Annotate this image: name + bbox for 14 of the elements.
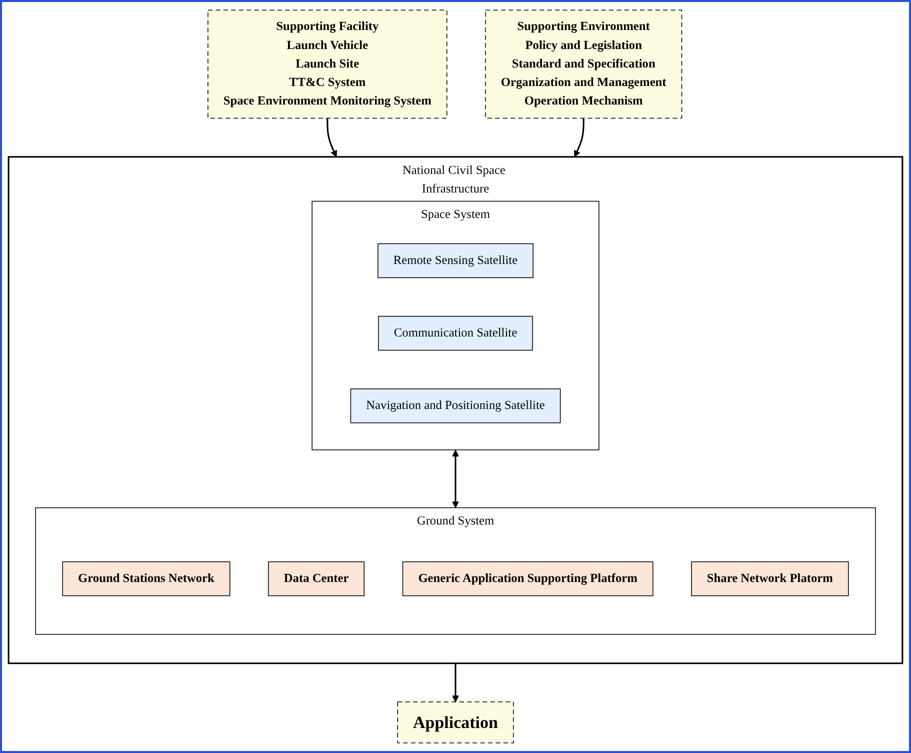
node-box: Supporting Facility Launch Vehicle Launch Site TT&C System Space Environment Monitoring System: [208, 10, 448, 119]
arrow: [574, 118, 584, 158]
arrow: [452, 450, 459, 508]
arrow: [326, 118, 337, 158]
node-box: Navigation and Positioning Satellite: [350, 388, 561, 424]
node-box: Data Center: [268, 561, 365, 596]
node-box: Ground Stations Network: [62, 561, 230, 596]
node-box: Application: [397, 702, 514, 744]
node-box: Share Network Platorm: [691, 561, 849, 596]
node-box: Remote Sensing Satellite: [378, 243, 534, 278]
node-box: Communication Satellite: [378, 316, 533, 351]
arrow: [452, 663, 459, 702]
node-box: Generic Application Supporting Platform: [402, 561, 654, 596]
node-box: Supporting Environment Policy and Legislation Standard and Specification Organization and Management Operation Mechanism: [485, 10, 682, 119]
